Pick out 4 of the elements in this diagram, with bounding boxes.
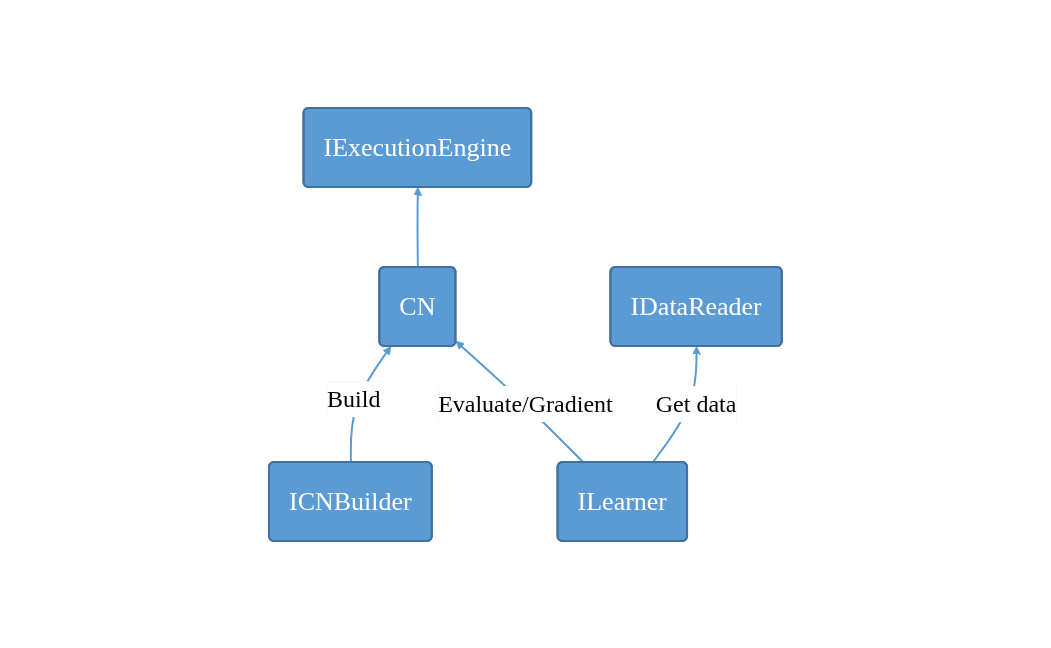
arrow <box>413 186 423 268</box>
edge-label: Evaluate/Gradient <box>438 390 613 417</box>
edge-label: Get data <box>655 390 737 417</box>
edge-label: Build <box>327 385 381 412</box>
